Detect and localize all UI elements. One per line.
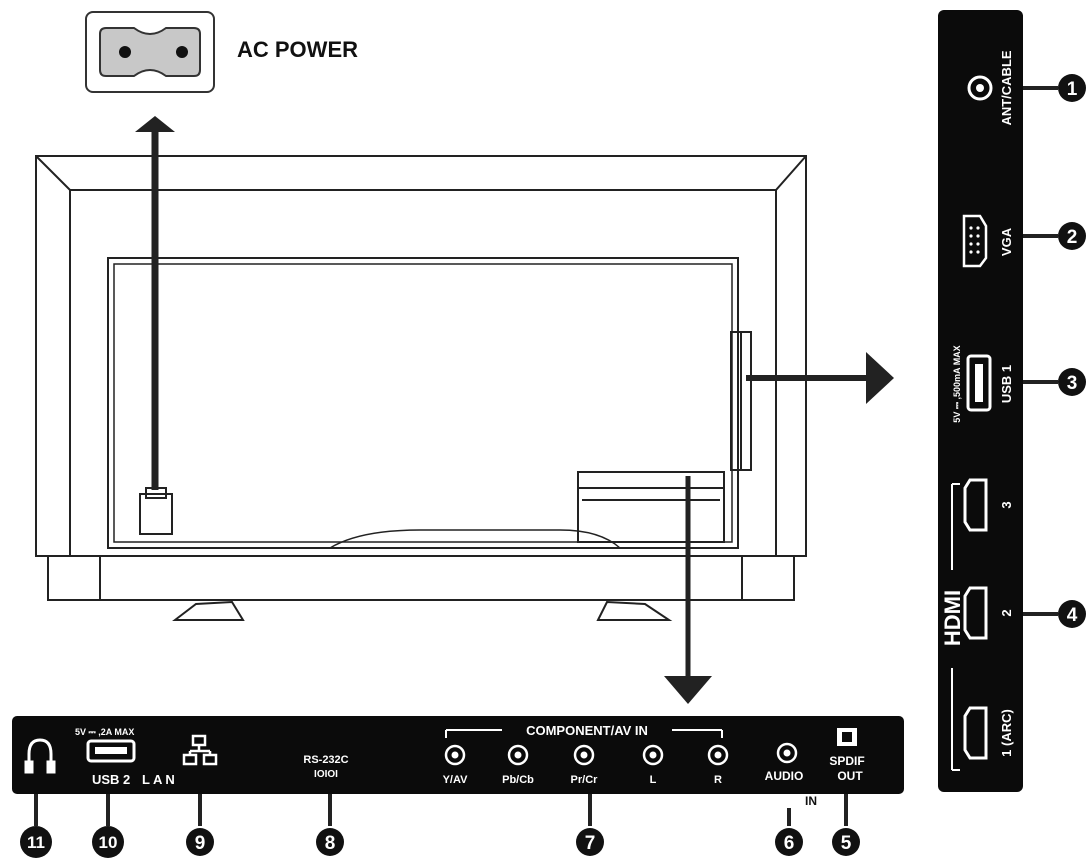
- svg-text:2: 2: [1067, 227, 1078, 248]
- audio-r-label: R: [714, 774, 722, 786]
- audio-l-label: L: [650, 774, 657, 786]
- callout-5: 5: [832, 828, 860, 856]
- bottom-panel: 5V ⎓ ,2A MAX USB 2 LAN RS-232C IOIOI COM…: [12, 716, 904, 794]
- hdmi3-port-icon: [963, 478, 988, 532]
- hdmi3-label: 3: [999, 501, 1014, 508]
- arrow-to-bottom-panel: [664, 476, 712, 704]
- pb-cb-label: Pb/Cb: [502, 774, 534, 786]
- usb1-port-icon: [966, 354, 992, 412]
- audio-l-jack-icon: [642, 744, 664, 766]
- svg-text:10: 10: [99, 833, 118, 852]
- side-callout-leaders: [1023, 86, 1058, 616]
- pr-cr-label: Pr/Cr: [571, 774, 599, 786]
- svg-text:6: 6: [784, 833, 795, 854]
- callout-1: 1: [1058, 74, 1086, 102]
- spdif-optical-port-icon: [837, 728, 857, 746]
- audio-label: AUDIO: [765, 769, 804, 783]
- spdif-out-label: OUT: [837, 769, 863, 783]
- svg-text:3: 3: [1067, 373, 1078, 394]
- ant-cable-connector-icon: [967, 75, 993, 101]
- audio-in-label: IN: [805, 794, 817, 808]
- svg-text:8: 8: [325, 833, 336, 854]
- spdif-label: SPDIF: [829, 754, 864, 768]
- lan-label: LAN: [142, 772, 178, 787]
- callout-2: 2: [1058, 222, 1086, 250]
- ant-cable-label: ANT/CABLE: [999, 50, 1014, 125]
- callout-6: 6: [775, 828, 803, 856]
- hdmi2-label: 2: [999, 609, 1014, 616]
- hdmi2-port-icon: [963, 586, 988, 640]
- usb2-port-icon: [86, 739, 136, 763]
- component-av-in-label: COMPONENT/AV IN: [526, 723, 648, 738]
- svg-text:4: 4: [1067, 605, 1078, 626]
- ac-power-inlet: [85, 11, 215, 93]
- svg-text:7: 7: [585, 833, 596, 854]
- ac-pin-left: [119, 46, 131, 58]
- component-bracket: [445, 729, 723, 738]
- side-panel: ANT/CABLE VGA 5V ⎓ ,500mA MAX USB 1 3 HD…: [938, 10, 1023, 792]
- rs232c-signal-label: IOIOI: [314, 769, 338, 780]
- callout-9: 9: [186, 828, 214, 856]
- headphone-icon: [24, 738, 56, 774]
- hdmi-bracket: [951, 483, 960, 771]
- usb1-label: USB 1: [999, 365, 1014, 403]
- callout-7: 7: [576, 828, 604, 856]
- ac-power-label: AC POWER: [237, 37, 358, 62]
- svg-text:1: 1: [1067, 79, 1078, 100]
- vga-port-icon: [962, 214, 988, 268]
- usb2-label: USB 2: [92, 772, 130, 787]
- callout-11: 11: [20, 826, 52, 858]
- hdmi1-label: 1 (ARC): [999, 709, 1014, 757]
- audio-r-jack-icon: [707, 744, 729, 766]
- hdmi1-port-icon: [963, 706, 988, 760]
- callout-8: 8: [316, 828, 344, 856]
- y-av-jack-icon: [444, 744, 466, 766]
- vga-label: VGA: [999, 227, 1014, 256]
- callout-4: 4: [1058, 600, 1086, 628]
- pr-cr-jack-icon: [573, 744, 595, 766]
- svg-text:9: 9: [195, 833, 206, 854]
- y-av-label: Y/AV: [443, 774, 469, 786]
- audio-in-jack-icon: [776, 742, 798, 764]
- lan-network-icon: [182, 734, 218, 766]
- svg-text:5: 5: [841, 833, 852, 854]
- svg-text:11: 11: [27, 833, 45, 852]
- bottom-callout-leaders: [34, 794, 848, 826]
- rs232c-label: RS-232C: [303, 754, 348, 766]
- ac-pin-right: [176, 46, 188, 58]
- callout-10: 10: [92, 826, 124, 858]
- arrow-to-ac-power: [135, 116, 175, 490]
- usb1-rating-label: 5V ⎓ ,500mA MAX: [952, 345, 962, 422]
- arrow-to-side-panel: [746, 352, 894, 404]
- usb2-rating-label: 5V ⎓ ,2A MAX: [75, 727, 134, 737]
- callout-3: 3: [1058, 368, 1086, 396]
- hdmi-label: HDMI: [940, 590, 965, 646]
- pb-cb-jack-icon: [507, 744, 529, 766]
- tv-rear-outline: [35, 155, 807, 621]
